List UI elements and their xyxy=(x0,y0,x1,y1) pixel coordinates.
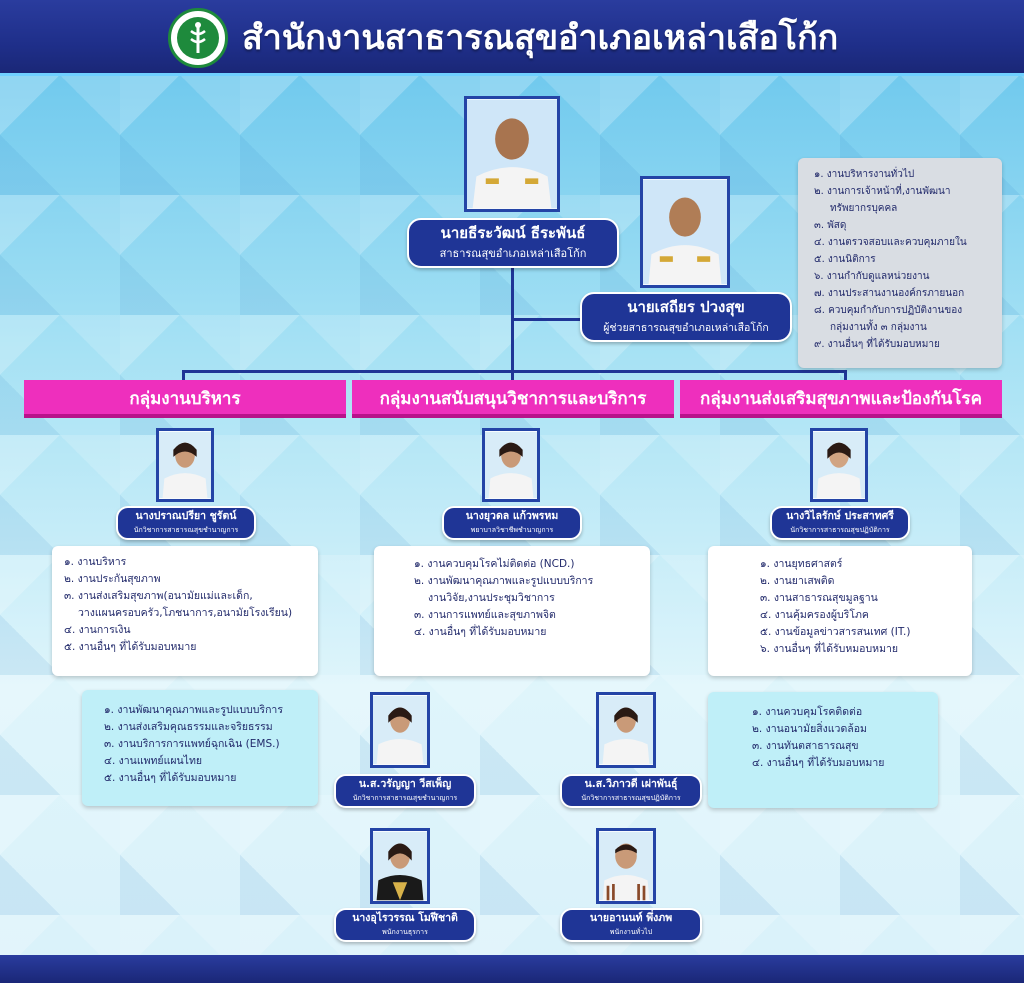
group-head-name-box-promotion: นางวิไลรักษ์ ประสาทศรี นักวิชาการสาธารณส… xyxy=(770,506,910,540)
connector-deputy xyxy=(511,318,586,321)
list-item: ๔. งานแพทย์แผนไทย xyxy=(104,755,203,767)
list-item: ๒. งานการเจ้าหน้าที่,งานพัฒนา xyxy=(814,186,951,197)
staff-name-3: นางอุไรวรรณ โมฬีชาติ xyxy=(352,912,458,924)
list-item: ๒. งานอนามัยสิ่งแวดล้อม xyxy=(752,723,867,735)
staff-name-4: นายอานนท์ พึ่งภพ xyxy=(589,912,673,924)
staff-photo-1 xyxy=(370,692,430,768)
ministry-logo-icon xyxy=(168,8,228,68)
list-item: ๑. งานยุทธศาสตร์ xyxy=(760,558,843,570)
staff-name-1: น.ส.วรัญญา วีสเพ็ญ xyxy=(358,778,452,790)
list-item: ๑. งานควบคุมโรคไม่ติดต่อ (NCD.) xyxy=(414,558,575,570)
group-head-name-admin: นางปราณปรียา ชูรัตน์ xyxy=(135,510,237,522)
list-item: ๓. งานการแพทย์และสุขภาพจิต xyxy=(414,609,556,621)
list-item: ๖. งานอื่นๆ ที่ได้รับหมอบหมาย xyxy=(760,643,899,655)
group-header-promotion: กลุ่มงานส่งเสริมสุขภาพและป้องกันโรค xyxy=(680,380,1002,418)
group-tasks-support: ๑. งานควบคุมโรคไม่ติดต่อ (NCD.) ๒. งานพั… xyxy=(374,546,650,676)
group-head-photo-support xyxy=(482,428,540,502)
list-item: ทรัพยากรบุคคล xyxy=(830,203,898,214)
staff-photo-3 xyxy=(370,828,430,904)
group-head-position-promotion: นักวิชาการสาธารณสุขปฏิบัติการ xyxy=(790,526,890,534)
group-head-position-support: พยาบาลวิชาชีพชำนาญการ xyxy=(470,526,554,534)
list-item: ๕. งานข้อมูลข่าวสารสนเทศ (IT.) xyxy=(760,626,911,638)
promotion-tasks-right: ๑. งานควบคุมโรคติดต่อ ๒. งานอนามัยสิ่งแว… xyxy=(708,692,938,808)
deputy-tasks-box: ๑. งานบริหารงานทั่วไป ๒. งานการเจ้าหน้าท… xyxy=(798,158,1002,368)
group-header-admin: กลุ่มงานบริหาร xyxy=(24,380,346,418)
staff-position-3: พนักงานธุรการ xyxy=(382,928,428,936)
list-item: ๒. งานประกันสุขภาพ xyxy=(64,573,161,585)
chief-position: สาธารณสุขอำเภอเหล่าเสือโก้ก xyxy=(439,247,587,260)
staff-photo-4 xyxy=(596,828,656,904)
list-item: ๓. งานทันตสาธารณสุข xyxy=(752,740,859,752)
connector-horizontal xyxy=(182,370,847,373)
list-item: ๗. งานประสานงานองค์กรภายนอก xyxy=(814,288,965,299)
footer-bar xyxy=(0,955,1024,983)
list-item: ๖. งานกำกับดูแลหน่วยงาน xyxy=(814,271,930,282)
list-item: ๔. งานคุ้มครองผู้บริโภค xyxy=(760,609,869,621)
deputy-name-box: นายเสถียร ปวงสุข ผู้ช่วยสาธารณสุขอำเภอเห… xyxy=(580,292,792,342)
staff-name-2: น.ส.วิภาวดี เผ่าพันธุ์ xyxy=(584,778,678,790)
list-item: งานวิจัย,งานประชุมวิชาการ xyxy=(428,592,555,604)
list-item: ๓. พัสดุ xyxy=(814,220,847,231)
deputy-name: นายเสถียร ปวงสุข xyxy=(627,298,745,316)
staff-position-2: นักวิชาการสาธารณสุขปฏิบัติการ xyxy=(581,794,681,802)
group-tasks-promotion: ๑. งานยุทธศาสตร์ ๒. งานยาเสพติด ๓. งานสา… xyxy=(708,546,972,676)
deputy-position: ผู้ช่วยสาธารณสุขอำเภอเหล่าเสือโก้ก xyxy=(603,322,769,334)
group-head-position-admin: นักวิชาการสาธารณสุขชำนาญการ xyxy=(133,526,239,534)
staff-name-box-2: น.ส.วิภาวดี เผ่าพันธุ์ นักวิชาการสาธารณส… xyxy=(560,774,702,808)
support-tasks-left: ๑. งานพัฒนาคุณภาพและรูปแบบบริการ ๒. งานส… xyxy=(82,690,318,806)
list-item: ๘. ควบคุมกำกับการปฏิบัติงานของ xyxy=(814,305,963,316)
list-item: ๑. งานพัฒนาคุณภาพและรูปแบบบริการ xyxy=(104,704,283,716)
list-item: ๓. งานบริการการแพทย์ฉุกเฉิน (EMS.) xyxy=(104,738,280,750)
list-item: ๔. งานตรวจสอบและควบคุมภายใน xyxy=(814,237,967,248)
list-item: ๒. งานยาเสพติด xyxy=(760,575,835,587)
deputy-photo xyxy=(640,176,730,288)
connector-left xyxy=(182,370,185,382)
group-head-photo-admin xyxy=(156,428,214,502)
list-item: ๔. งานการเงิน xyxy=(64,624,131,636)
group-head-name-box-admin: นางปราณปรียา ชูรัตน์ นักวิชาการสาธารณสุข… xyxy=(116,506,256,540)
staff-photo-2 xyxy=(596,692,656,768)
chief-name-box: นายธีระวัฒน์ ธีระพันธ์ สาธารณสุขอำเภอเหล… xyxy=(407,218,619,268)
list-item: ๔. งานอื่นๆ ที่ได้รับมอบหมาย xyxy=(752,757,885,769)
list-item: ๔. งานอื่นๆ ที่ได้รับมอบหมาย xyxy=(414,626,547,638)
list-item: ๙. งานอื่นๆ ที่ได้รับมอบหมาย xyxy=(814,339,940,350)
staff-name-box-4: นายอานนท์ พึ่งภพ พนักงานทั่วไป xyxy=(560,908,702,942)
connector-mid xyxy=(511,370,514,382)
list-item: ๒. งานพัฒนาคุณภาพและรูปแบบบริการ xyxy=(414,575,594,587)
group-header-support: กลุ่มงานสนับสนุนวิชาการและบริการ xyxy=(352,380,674,418)
connector-right xyxy=(844,370,847,382)
group-head-name-box-support: นางยุวดล แก้วพรหม พยาบาลวิชาชีพชำนาญการ xyxy=(442,506,582,540)
list-item: กลุ่มงานทั้ง ๓ กลุ่มงาน xyxy=(830,322,927,333)
list-item: ๓. งานสาธารณสุขมูลฐาน xyxy=(760,592,878,604)
page-title: สำนักงานสาธารณสุขอำเภอเหล่าเสือโก้ก xyxy=(242,18,839,58)
chief-name: นายธีระวัฒน์ ธีระพันธ์ xyxy=(440,224,586,242)
list-item: ๑. งานบริหาร xyxy=(64,556,127,568)
list-item: ๒. งานส่งเสริมคุณธรรมและจริยธรรม xyxy=(104,721,273,733)
list-item: ๑. งานบริหารงานทั่วไป xyxy=(814,169,915,180)
group-head-photo-promotion xyxy=(810,428,868,502)
list-item: ๕. งานนิติการ xyxy=(814,254,876,265)
group-tasks-admin: ๑. งานบริหาร ๒. งานประกันสุขภาพ ๓. งานส่… xyxy=(52,546,318,676)
group-head-name-promotion: นางวิไลรักษ์ ประสาทศรี xyxy=(786,510,894,522)
chief-photo xyxy=(464,96,560,212)
list-item: ๕. งานอื่นๆ ที่ได้รับมอบหมาย xyxy=(64,641,197,653)
list-item: วางแผนครอบครัว,โภชนาการ,อนามัยโรงเรียน) xyxy=(78,607,293,619)
header-banner: สำนักงานสาธารณสุขอำเภอเหล่าเสือโก้ก xyxy=(0,0,1024,76)
list-item: ๕. งานอื่นๆ ที่ได้รับมอบหมาย xyxy=(104,772,237,784)
staff-position-1: นักวิชาการสาธารณสุขชำนาญการ xyxy=(352,794,458,802)
staff-position-4: พนักงานทั่วไป xyxy=(609,928,653,936)
list-item: ๑. งานควบคุมโรคติดต่อ xyxy=(752,706,863,718)
staff-name-box-1: น.ส.วรัญญา วีสเพ็ญ นักวิชาการสาธารณสุขชำ… xyxy=(334,774,476,808)
list-item: ๓. งานส่งเสริมสุขภาพ(อนามัยแม่และเด็ก, xyxy=(64,590,253,602)
group-head-name-support: นางยุวดล แก้วพรหม xyxy=(465,510,559,522)
staff-name-box-3: นางอุไรวรรณ โมฬีชาติ พนักงานธุรการ xyxy=(334,908,476,942)
